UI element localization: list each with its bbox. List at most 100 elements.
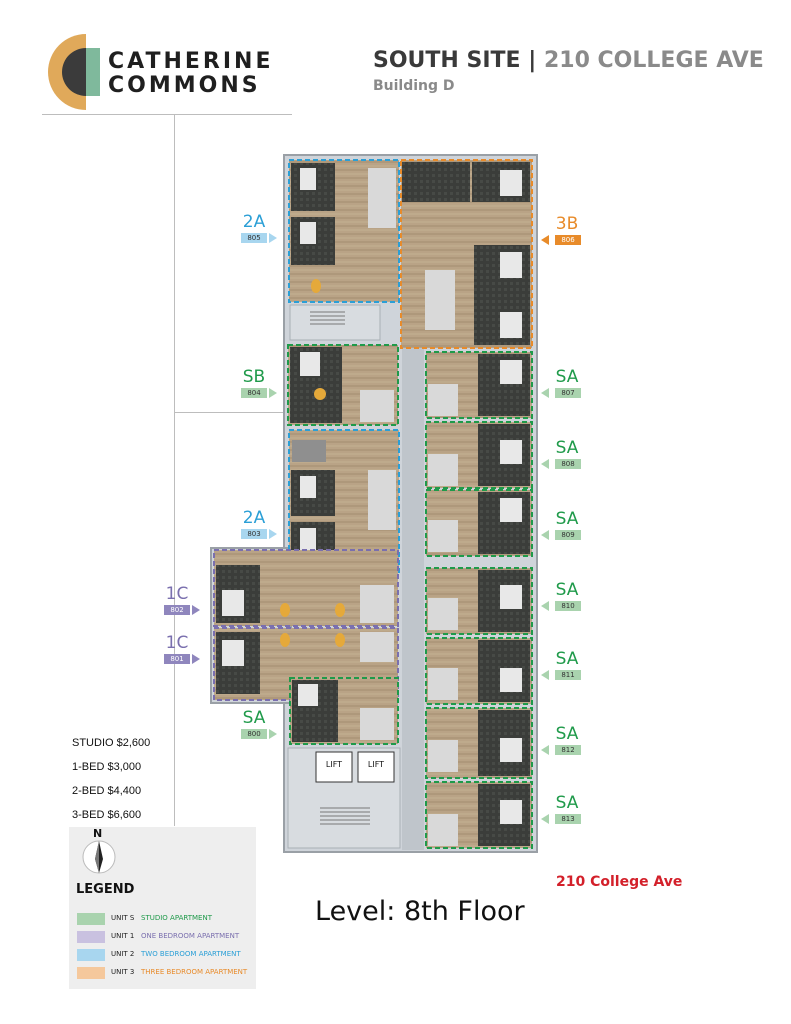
legend-swatch — [77, 949, 105, 961]
unit-number: 806 — [555, 235, 581, 245]
legend-swatch — [77, 913, 105, 925]
arrow-left-icon — [541, 601, 549, 611]
lift-label: LIFT — [367, 760, 385, 769]
unit-type: 2A — [242, 508, 266, 528]
site-boundary-line — [174, 412, 294, 413]
legend-desc: STUDIO APARTMENT — [141, 914, 212, 922]
unit-number: 812 — [555, 745, 581, 755]
legend-swatch — [77, 967, 105, 979]
unit-label-808[interactable]: SA 808 — [541, 438, 587, 469]
unit-811-plan[interactable] — [425, 637, 533, 705]
lift-label: LIFT — [325, 760, 343, 769]
legend-unit: UNIT 1 — [111, 932, 135, 940]
legend-title: LEGEND — [76, 882, 135, 897]
legend-unit: UNIT S — [111, 914, 135, 922]
unit-number: 810 — [555, 601, 581, 611]
compass-north-icon — [82, 840, 116, 874]
legend-row-one-bed: UNIT 1 ONE BEDROOM APARTMENT — [77, 931, 252, 943]
price-2-bed: 2-BED $4,400 — [72, 785, 142, 797]
unit-number: 811 — [555, 670, 581, 680]
unit-804-plan[interactable] — [287, 344, 399, 426]
unit-809-plan[interactable] — [425, 489, 533, 557]
arrow-left-icon — [541, 459, 549, 469]
unit-label-801[interactable]: 1C 801 — [157, 633, 200, 664]
unit-type: SA — [555, 438, 579, 458]
brand-name-line1: CATHERINE — [108, 49, 274, 74]
unit-type: 1C — [165, 584, 189, 604]
legend-unit: UNIT 2 — [111, 950, 135, 958]
site-address: 210 COLLEGE AVE — [543, 48, 764, 73]
unit-813-plan[interactable] — [425, 781, 533, 849]
price-3-bed: 3-BED $6,600 — [72, 809, 142, 821]
arrow-right-icon — [269, 529, 277, 539]
site-name: SOUTH SITE — [373, 48, 521, 73]
legend-desc: THREE BEDROOM APARTMENT — [141, 968, 248, 976]
logo: CATHERINE COMMONS — [42, 28, 292, 116]
unit-label-810[interactable]: SA 810 — [541, 580, 587, 611]
lift-2 — [357, 751, 395, 783]
unit-label-812[interactable]: SA 812 — [541, 724, 587, 755]
arrow-left-icon — [541, 745, 549, 755]
arrow-right-icon — [269, 388, 277, 398]
brand-name-line2: COMMONS — [108, 73, 261, 98]
unit-label-805[interactable]: 2A 805 — [234, 212, 277, 243]
unit-806-plan[interactable] — [400, 159, 533, 349]
unit-812-plan[interactable] — [425, 707, 533, 779]
unit-800-plan[interactable] — [289, 677, 399, 745]
unit-label-807[interactable]: SA 807 — [541, 367, 587, 398]
unit-802-plan[interactable] — [213, 549, 399, 627]
unit-type: 1C — [165, 633, 189, 653]
page-title: SOUTH SITE | 210 COLLEGE AVE — [373, 48, 764, 73]
building-name: Building D — [373, 78, 455, 94]
price-studio: STUDIO $2,600 — [72, 737, 151, 749]
unit-number: 803 — [241, 529, 267, 539]
unit-808-plan[interactable] — [425, 421, 533, 489]
arrow-left-icon — [541, 388, 549, 398]
unit-number: 800 — [241, 729, 267, 739]
floor-level-label: Level: 8th Floor — [315, 896, 525, 927]
arrow-right-icon — [192, 654, 200, 664]
title-separator: | — [528, 48, 537, 73]
unit-number: 802 — [164, 605, 190, 615]
unit-810-plan[interactable] — [425, 567, 533, 635]
legend-row-three-bed: UNIT 3 THREE BEDROOM APARTMENT — [77, 967, 252, 979]
unit-label-804[interactable]: SB 804 — [234, 367, 277, 398]
unit-label-802[interactable]: 1C 802 — [157, 584, 200, 615]
unit-type: SA — [242, 708, 266, 728]
unit-label-800[interactable]: SA 800 — [234, 708, 277, 739]
unit-number: 807 — [555, 388, 581, 398]
legend-row-studio: UNIT S STUDIO APARTMENT — [77, 913, 252, 925]
unit-label-811[interactable]: SA 811 — [541, 649, 587, 680]
legend: N LEGEND UNIT S STUDIO APARTMENT UNIT 1 … — [69, 827, 256, 989]
unit-type: 3B — [555, 214, 579, 234]
unit-805-plan[interactable] — [288, 159, 400, 303]
unit-label-809[interactable]: SA 809 — [541, 509, 587, 540]
header-divider — [42, 114, 292, 115]
legend-unit: UNIT 3 — [111, 968, 135, 976]
unit-type: SA — [555, 580, 579, 600]
legend-swatch — [77, 931, 105, 943]
unit-807-plan[interactable] — [425, 351, 533, 419]
arrow-left-icon — [541, 530, 549, 540]
floor-plan — [210, 154, 538, 853]
legend-desc: ONE BEDROOM APARTMENT — [141, 932, 240, 940]
unit-number: 808 — [555, 459, 581, 469]
unit-type: 2A — [242, 212, 266, 232]
arrow-left-icon — [541, 670, 549, 680]
unit-number: 804 — [241, 388, 267, 398]
unit-type: SB — [242, 367, 266, 387]
unit-number: 805 — [241, 233, 267, 243]
arrow-right-icon — [269, 233, 277, 243]
street-label: 210 College Ave — [556, 874, 683, 890]
arrow-right-icon — [269, 729, 277, 739]
unit-number: 801 — [164, 654, 190, 664]
site-boundary-line — [174, 114, 175, 826]
unit-label-806[interactable]: 3B 806 — [541, 214, 587, 245]
unit-label-803[interactable]: 2A 803 — [234, 508, 277, 539]
logo-mark-icon — [48, 34, 100, 110]
unit-number: 809 — [555, 530, 581, 540]
unit-label-813[interactable]: SA 813 — [541, 793, 587, 824]
legend-desc: TWO BEDROOM APARTMENT — [141, 950, 241, 958]
lift-1 — [315, 751, 353, 783]
arrow-left-icon — [541, 235, 549, 245]
